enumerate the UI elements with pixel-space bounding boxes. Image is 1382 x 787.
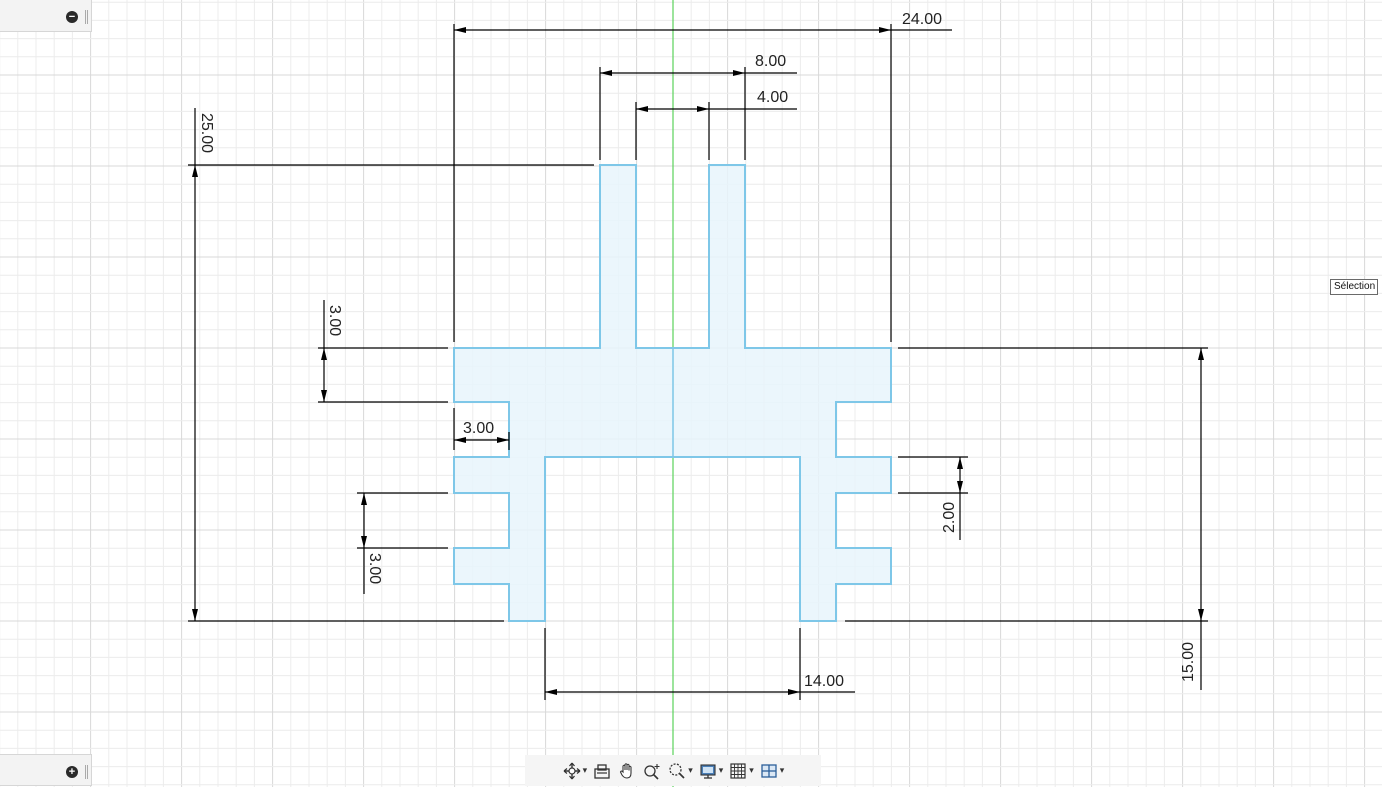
pan-tool[interactable] — [616, 759, 638, 783]
hand-icon — [620, 762, 632, 779]
grid-icon — [730, 762, 746, 779]
viewports-menu-caret: ▾ — [779, 765, 785, 775]
zoom-tool[interactable] — [641, 759, 663, 783]
dim-slot-inner-width[interactable]: 4.00 — [757, 89, 788, 106]
panel-grip-handle[interactable] — [85, 765, 88, 779]
zoom-window-icon — [669, 762, 685, 779]
grid-settings-tool[interactable]: ▾ — [727, 759, 755, 783]
navigation-toolbar: ▾ ▾ ▾ ▾ ▾ — [525, 755, 821, 786]
dim-overall-height[interactable]: 25.00 — [198, 113, 215, 153]
viewports-tool[interactable]: ▾ — [758, 759, 786, 783]
expand-circle-icon[interactable]: + — [66, 766, 78, 778]
dim-slot-outer-width[interactable]: 8.00 — [755, 53, 786, 70]
fit-menu-caret: ▾ — [688, 765, 693, 775]
fit-tool[interactable]: ▾ — [666, 759, 694, 783]
grid-menu-caret: ▾ — [749, 765, 754, 775]
dim-tooth-pitch[interactable]: 3.00 — [366, 553, 383, 584]
comments-panel-bottom: + — [0, 754, 92, 786]
dimension-arrowheads — [192, 27, 1204, 695]
dim-base-span[interactable]: 14.00 — [804, 673, 844, 690]
panel-grip-handle[interactable] — [85, 10, 88, 24]
dimensions-layer — [188, 24, 1208, 700]
orbit-icon — [563, 762, 581, 779]
display-menu-caret: ▾ — [718, 765, 724, 775]
monitor-icon — [700, 763, 716, 779]
viewports-icon — [761, 763, 777, 778]
dim-tooth-gap[interactable]: 2.00 — [941, 502, 958, 533]
orbit-menu-caret: ▾ — [582, 765, 588, 775]
selection-tooltip: Sélection — [1330, 279, 1379, 295]
look-at-tool[interactable] — [591, 759, 613, 783]
dim-body-height[interactable]: 15.00 — [1180, 642, 1197, 682]
dim-arm-height[interactable]: 3.00 — [326, 305, 343, 336]
orbit-tool[interactable]: ▾ — [561, 759, 589, 783]
collapse-circle-icon[interactable]: − — [66, 11, 78, 23]
browser-panel-top: − — [0, 0, 92, 32]
zoom-icon — [644, 763, 660, 780]
dim-notch-depth[interactable]: 3.00 — [463, 420, 494, 437]
display-settings-tool[interactable]: ▾ — [697, 759, 725, 783]
look-at-icon — [594, 763, 610, 779]
dim-overall-width[interactable]: 24.00 — [902, 11, 942, 28]
